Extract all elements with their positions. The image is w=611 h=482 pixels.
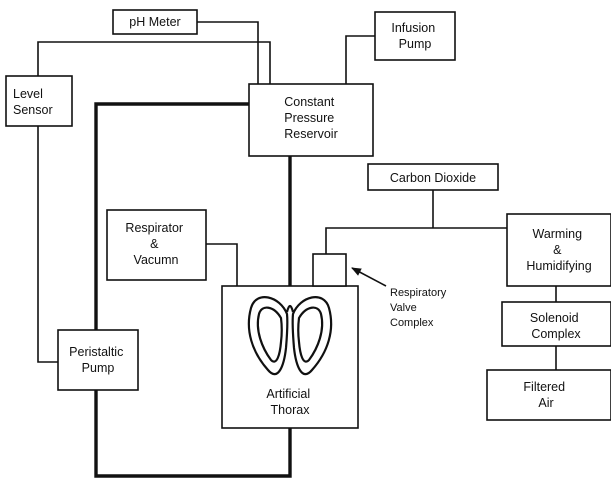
- label-solenoid: Solenoid Complex: [530, 311, 582, 341]
- line-infusion-to-reservoir: [345, 35, 375, 84]
- box-reservoir: [248, 83, 374, 157]
- box-respirator: [106, 209, 207, 281]
- label-peristaltic-pump: Peristaltic Pump: [69, 345, 127, 375]
- label-reservoir: Constant Pressure Reservoir: [284, 95, 338, 141]
- left-lung-icon: [247, 296, 289, 376]
- label-infusion-pump: Infusion Pump: [391, 21, 438, 51]
- label-ph-meter: pH Meter: [129, 15, 180, 29]
- left-lung-inner-icon: [256, 306, 283, 363]
- lungs-icon: [247, 296, 333, 376]
- box-valve-complex: [312, 253, 347, 287]
- right-lung-icon: [291, 296, 333, 376]
- trachea-icon: [285, 304, 295, 313]
- labels: pH Meter Infusion Pump Level Sensor Cons…: [13, 15, 592, 417]
- boxes: [5, 9, 611, 429]
- label-respirator: Respirator & Vacumn: [125, 221, 186, 267]
- box-ph-meter: [112, 9, 198, 35]
- connections: [37, 21, 557, 478]
- line-ph-meter-to-reservoir: [197, 21, 259, 84]
- line-reservoir-to-peristaltic: [94, 102, 249, 330]
- box-warming: [506, 213, 611, 287]
- label-filtered-air: Filtered Air: [523, 380, 568, 410]
- label-warming: Warming & Humidifying: [526, 227, 591, 273]
- box-infusion-pump: [374, 11, 456, 61]
- valve-pointer-arrow: [351, 267, 387, 287]
- label-level-sensor: Level Sensor: [13, 87, 53, 117]
- box-peristaltic-pump: [57, 329, 139, 391]
- box-artificial-thorax: [221, 285, 359, 429]
- line-level-sensor-to-reservoir: [37, 41, 271, 84]
- box-carbon-dioxide: [367, 163, 499, 191]
- line-respirator-to-thorax: [206, 243, 238, 300]
- label-carbon-dioxide: Carbon Dioxide: [390, 171, 476, 185]
- line-peristaltic-to-thorax: [94, 390, 292, 478]
- box-filtered-air: [486, 369, 611, 421]
- right-lung-inner-icon: [297, 306, 324, 363]
- line-valve-to-warming: [325, 227, 507, 254]
- box-level-sensor: [5, 75, 73, 127]
- label-artificial-thorax: Artificial Thorax: [266, 387, 313, 417]
- label-valve-complex: Respiratory Valve Complex: [390, 287, 449, 329]
- box-solenoid: [501, 301, 611, 347]
- line-level-sensor-to-peristaltic: [37, 126, 58, 363]
